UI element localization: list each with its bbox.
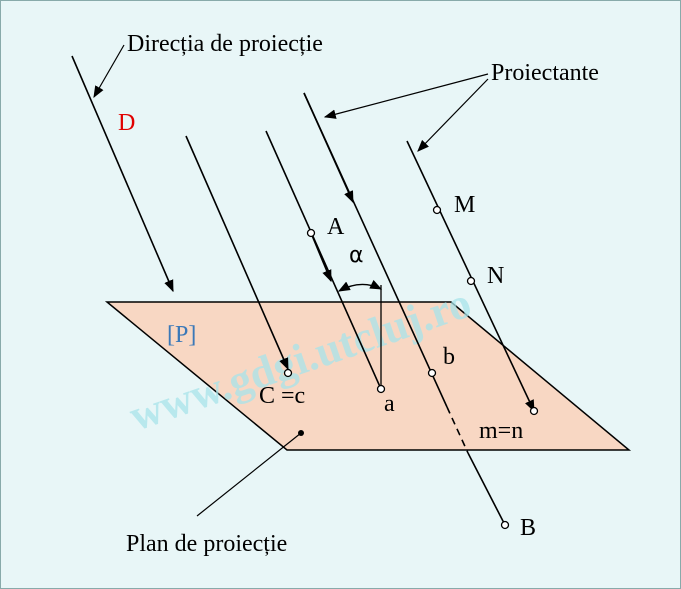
point-B xyxy=(500,520,510,530)
a-label: a xyxy=(384,391,395,417)
A-label: A xyxy=(327,214,345,240)
direction-line xyxy=(71,55,174,293)
projector-b-arrow xyxy=(303,92,354,204)
projectors-leader-2 xyxy=(417,78,489,152)
P-label: [P] xyxy=(167,322,196,348)
projectors-leader-1 xyxy=(323,73,489,119)
projector-b-hidden xyxy=(446,406,469,454)
D-label: D xyxy=(118,110,135,136)
N-label: N xyxy=(487,263,504,289)
point-A xyxy=(306,228,316,238)
plane-name-label: Plan de proiecție xyxy=(126,531,287,557)
point-N xyxy=(466,276,476,286)
point-b xyxy=(427,368,437,378)
B-label: B xyxy=(520,515,536,541)
alpha-arc xyxy=(337,279,383,292)
point-a xyxy=(376,384,386,394)
M-label: M xyxy=(454,192,475,218)
projectors-label: Proiectante xyxy=(491,60,599,86)
projector-b-lower xyxy=(467,452,506,526)
direction-label: Direcția de proiecție xyxy=(127,31,323,57)
b-label: b xyxy=(443,344,455,370)
mn-label: m=n xyxy=(479,418,523,444)
projector-a xyxy=(265,130,382,390)
projector-a-arrow xyxy=(310,232,332,283)
point-C xyxy=(283,368,293,378)
projector-c xyxy=(185,135,289,371)
projection-plane xyxy=(104,301,632,451)
point-mn xyxy=(529,406,539,416)
point-M xyxy=(432,205,442,215)
Cc-label: C =c xyxy=(259,383,305,409)
direction-leader xyxy=(93,44,125,99)
plane-point xyxy=(298,430,304,436)
plane-leader xyxy=(196,432,302,517)
projector-mn xyxy=(406,140,535,413)
alpha-label: α xyxy=(349,243,364,268)
